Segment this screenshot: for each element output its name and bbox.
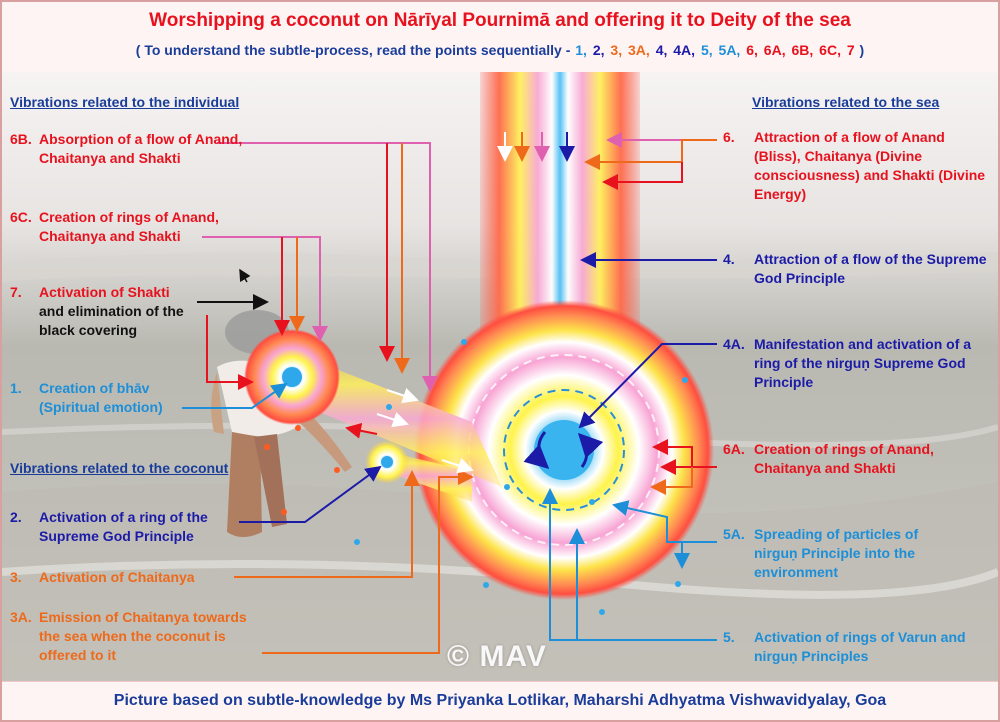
scene: Vibrations related to the individual Vib…: [2, 72, 998, 682]
label-1: 1. Creation of bhāv (Spiritual emotion): [10, 380, 163, 415]
subtitle: ( To understand the subtle-process, read…: [2, 42, 998, 58]
label-6c: 6C. Creation of rings of Anand, Chaitany…: [10, 209, 219, 244]
label-3a: 3A. Emission of Chaitanya towards the se…: [10, 609, 247, 663]
label-5a: 5A. Spreading of particles of nirguṇ Pri…: [723, 526, 919, 580]
sequence-item: 5,: [700, 42, 713, 58]
sequence-item: 3A,: [628, 42, 650, 58]
section-coconut: Vibrations related to the coconut: [10, 460, 229, 476]
label-5: 5. Activation of rings of Varun and nirg…: [723, 629, 966, 664]
label-2: 2. Activation of a ring of the Supreme G…: [10, 509, 208, 544]
footer: Picture based on subtle-knowledge by Ms …: [2, 681, 998, 720]
sequence-item: 2,: [592, 42, 605, 58]
label-4a: 4A. Manifestation and activation of a ri…: [723, 336, 972, 390]
sequence-item: 4A,: [673, 42, 696, 58]
label-6b: 6B. Absorption of a flow of Anand, Chait…: [10, 131, 243, 166]
footer-credit: Picture based on subtle-knowledge by Ms …: [113, 692, 887, 709]
subtitle-prefix: ( To understand the subtle-process, read…: [135, 42, 575, 58]
sequence-item: 6B,: [791, 42, 814, 58]
nirgun-particles: [354, 339, 688, 615]
label-7: 7. Activation of Shakti and elimination …: [10, 284, 184, 338]
label-6: 6. Attraction of a flow of Anand (Bliss)…: [723, 129, 986, 202]
label-4: 4. Attraction of a flow of the Supreme G…: [723, 251, 987, 286]
sequence-item: 6C,: [819, 42, 841, 58]
sequence-item: 4,: [655, 42, 668, 58]
section-sea: Vibrations related to the sea: [752, 94, 940, 110]
sequence-item: 6,: [746, 42, 758, 58]
header: Worshipping a coconut on Nārīyal Pournim…: [2, 2, 998, 73]
watermark: © MAV: [447, 640, 547, 673]
label-3: 3. Activation of Chaitanya: [10, 569, 195, 585]
label-6a: 6A. Creation of rings of Anand, Chaitany…: [723, 441, 934, 476]
sequence-item: 3,: [610, 42, 623, 58]
sequence-list: 1, 2, 3, 3A, 4, 4A, 5, 5A, 6, 6A, 6B, 6C…: [574, 42, 855, 58]
sequence-item: 1,: [575, 42, 587, 58]
sequence-item: 7: [846, 42, 855, 58]
sequence-item: 6A,: [763, 42, 786, 58]
page-title: Worshipping a coconut on Nārīyal Pournim…: [149, 10, 851, 31]
diagram-artwork: [2, 72, 998, 682]
section-individual: Vibrations related to the individual: [10, 94, 240, 110]
subtitle-suffix: ): [855, 42, 865, 58]
sequence-item: 5A,: [718, 42, 741, 58]
